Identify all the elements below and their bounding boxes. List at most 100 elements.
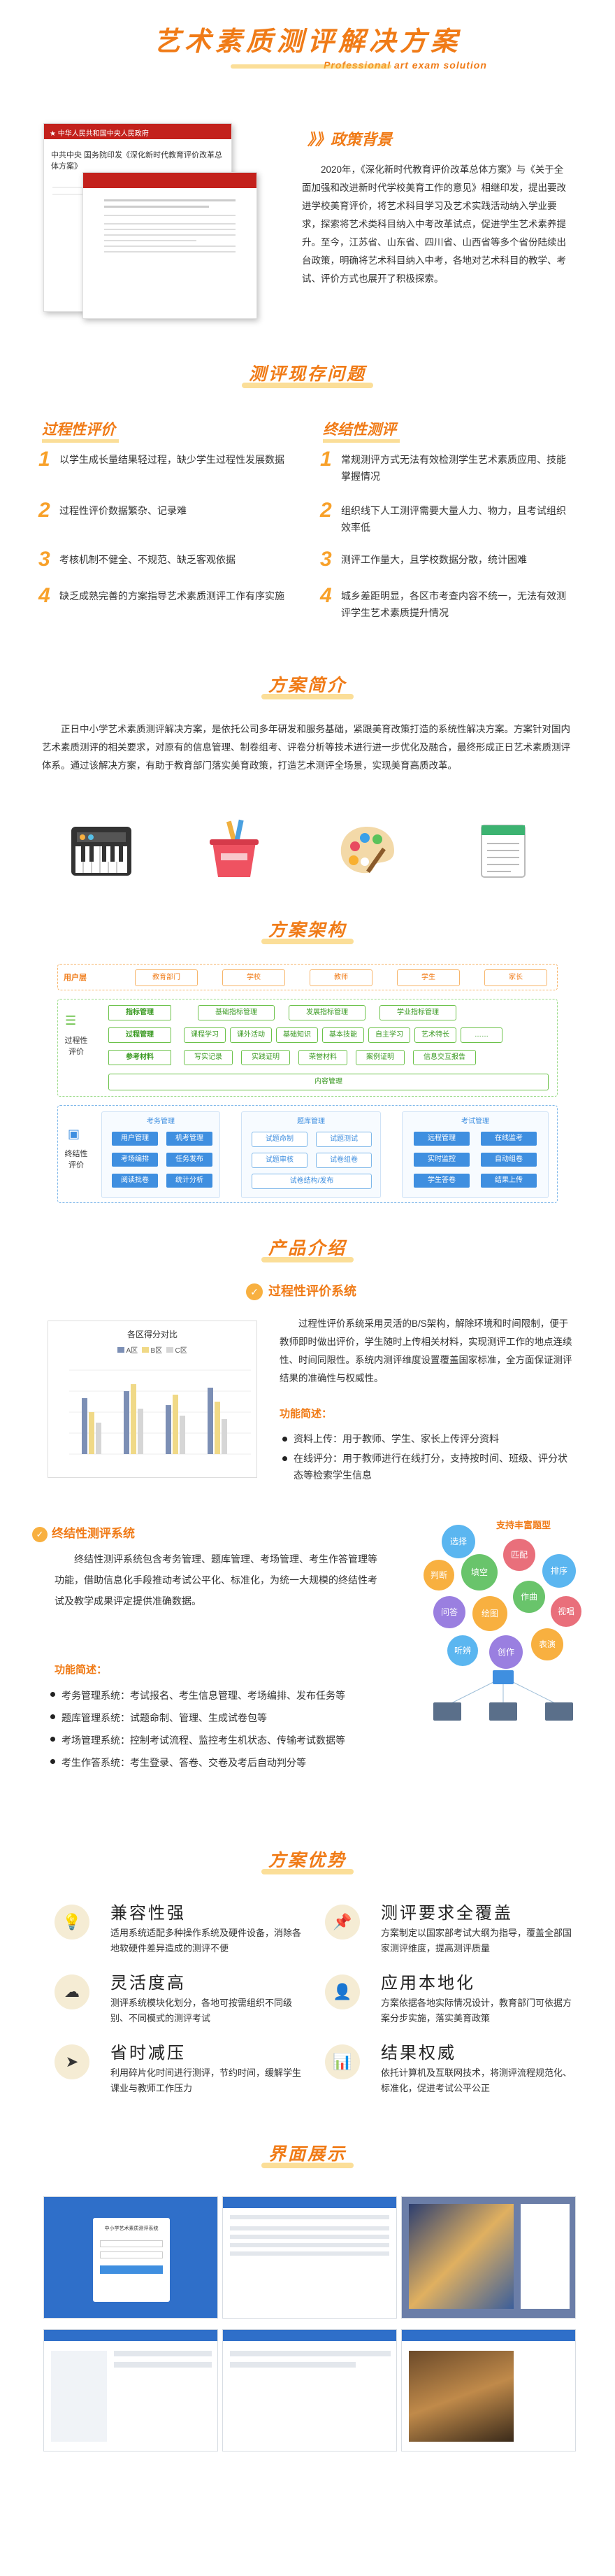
advantage-desc: 利用碎片化时间进行测评，节约时间，缓解学生课业与教师工作压力 — [110, 2068, 302, 2093]
advantage-title: 结果权威 — [381, 2044, 456, 2063]
send-icon: ➤ — [55, 2044, 89, 2079]
qtype-bubble: 排序 — [542, 1554, 576, 1588]
sys1-icon: ✓ — [246, 1283, 263, 1300]
user-teacher: 教师 — [310, 969, 372, 986]
qtype-bubble: 匹配 — [503, 1539, 535, 1571]
sys1-text: 过程性评价系统采用灵活的B/S架构，解除环境和时间限制，便于教师即时做出评价，学… — [280, 1318, 572, 1383]
qtype-bubble: 问答 — [433, 1596, 465, 1628]
arch-cell: 机考管理 — [166, 1132, 212, 1146]
palette-icon — [335, 818, 398, 881]
cluster-title: 支持丰富题型 — [496, 1520, 551, 1530]
legend-c: C区 — [175, 1347, 187, 1355]
intro-section-title: 方案简介 — [0, 671, 615, 699]
qtype-bubble: 填空 — [461, 1554, 498, 1591]
arch-cell: 考场编排 — [112, 1153, 158, 1167]
arch-cell: 统计分析 — [166, 1174, 212, 1188]
problems-section-title: 测评现存问题 — [0, 360, 615, 388]
arch-cell: 试题命制 — [252, 1132, 308, 1147]
question-bank-group: 题库管理 试题命制 试题测试 试题审核 试卷组卷 试卷结构/发布 — [241, 1111, 381, 1198]
sys2-func-label: 功能简述： — [55, 1664, 108, 1676]
arch-cell: 实时监控 — [414, 1153, 470, 1167]
final-heading: 终结性测评 — [323, 422, 396, 438]
doc-caption: 中共中央 国务院印发《深化新时代教育评价改革总体方案》 — [51, 151, 223, 171]
advantage-desc: 依托计算机及互联网技术，将测评流程规范化、标准化，促进考试公平公正 — [381, 2068, 572, 2093]
advantage-coverage: 📌 测评要求全覆盖 方案制定以国家部考试大纲为指导，覆盖全部国家测评维度，提高测… — [325, 1899, 577, 1962]
sys2-bullets: 考务管理系统：考试报名、考生信息管理、考场编排、发布任务等 题库管理系统：试题命… — [48, 1686, 397, 1775]
arch-cell: 案例证明 — [356, 1050, 405, 1065]
screenshot-question-list — [43, 2329, 218, 2452]
arch-cell: 自主学习 — [368, 1027, 410, 1043]
qtype-bubble: 选择 — [442, 1525, 475, 1558]
arch-cell: 自动组卷 — [481, 1153, 537, 1167]
cloud-icon: ☁ — [55, 1974, 89, 2009]
arch-cell: 任务发布 — [166, 1153, 212, 1167]
sys1-title-row: ✓过程性评价系统 — [246, 1281, 356, 1300]
advantage-title: 应用本地化 — [381, 1974, 475, 1993]
qtype-bubble: 绘图 — [472, 1596, 507, 1631]
sys1-func-label: 功能简述： — [280, 1408, 333, 1420]
advantages-section-title: 方案优势 — [0, 1846, 615, 1874]
screens-section-title: 界面展示 — [0, 2140, 615, 2168]
qtype-bubble: 视唱 — [551, 1596, 581, 1627]
user-school: 学校 — [222, 969, 285, 986]
chart-icon: 📊 — [325, 2044, 360, 2079]
screenshot-answer — [222, 2329, 397, 2452]
advantage-flexible: ☁ 灵活度高 测评系统模块化划分，各地可按需组织不同级别、不同模式的测评考试 — [55, 1969, 306, 2032]
arch-cell: 试卷结构/发布 — [252, 1174, 372, 1189]
screenshot-login: 中小学艺术素质测评系统 — [43, 2196, 218, 2319]
sys2-bullet: 考务管理系统：考试报名、考生信息管理、考场编排、发布任务等 — [48, 1686, 397, 1705]
sys1-bullet: 在线评分：用于教师进行在线打分，支持按时间、班级、评分状态等检索学生信息 — [280, 1450, 573, 1483]
final-eval-label: 终结性评价 — [64, 1150, 88, 1169]
advantage-desc: 方案依据各地实际情况设计，教育部门可依据方案分步实施，落实美育政策 — [381, 1998, 572, 2023]
chart-title: 各区得分对比 — [126, 1330, 178, 1339]
legend-b: B区 — [150, 1347, 163, 1355]
screenshot-art-question — [401, 2196, 576, 2319]
arch-cell: 课程学习 — [184, 1027, 226, 1043]
arch-cell: 阅读批卷 — [112, 1174, 158, 1188]
arch-cell: 发展指标管理 — [289, 1005, 366, 1020]
exam-room-title: 考试管理 — [461, 1118, 489, 1125]
advantage-title: 灵活度高 — [110, 1974, 186, 1993]
sys2-title: 终结性测评系统 — [52, 1527, 135, 1540]
content-mgmt: 内容管理 — [108, 1074, 549, 1090]
arch-cell: 试题审核 — [252, 1153, 308, 1168]
process-eval-icon: ☰ — [65, 1013, 77, 1027]
arch-cell: 基础指标管理 — [198, 1005, 275, 1020]
exam-affairs-group: 考务管理 用户管理 机考管理 考场编排 任务发布 阅读批卷 统计分析 — [101, 1111, 220, 1198]
process-mgmt: 过程管理 — [108, 1027, 171, 1043]
arch-cell: …… — [461, 1027, 502, 1043]
advantage-authority: 📊 结果权威 依托计算机及互联网技术，将测评流程规范化、标准化，促进考试公平公正 — [325, 2039, 577, 2102]
title-underline — [231, 64, 391, 69]
network-devices-icon — [433, 1670, 573, 1721]
chart-bars — [69, 1369, 251, 1455]
process-heading: 过程性评价 — [42, 422, 115, 438]
arch-cell: 远程管理 — [414, 1132, 470, 1146]
arch-cell: 结果上传 — [481, 1174, 537, 1188]
advantage-time: ➤ 省时减压 利用碎片化时间进行测评，节约时间，缓解学生课业与教师工作压力 — [55, 2039, 306, 2102]
arch-cell: 基础知识 — [276, 1027, 318, 1043]
arch-cell: 实践证明 — [241, 1050, 290, 1065]
advantage-title: 测评要求全覆盖 — [381, 1904, 513, 1923]
advantage-desc: 测评系统模块化划分，各地可按需组织不同级别、不同模式的测评考试 — [110, 1998, 293, 2023]
question-type-cluster: 支持丰富题型 选择 判断 填空 匹配 排序 问答 绘图 作曲 视唱 听辨 创作 … — [419, 1518, 587, 1728]
arch-cell: 荣誉材料 — [298, 1050, 347, 1065]
advantage-title: 兼容性强 — [110, 1904, 186, 1923]
user-layer: 用户层 教育部门 学校 教师 学生 家长 — [57, 964, 558, 990]
paint-bucket-icon — [203, 818, 266, 881]
chart-legend: A区 B区 C区 — [48, 1344, 256, 1355]
sys2-text: 终结性测评系统包含考务管理、题库管理、考场管理、考生作答管理等功能，借助信息化手… — [55, 1553, 377, 1607]
user-parent: 家长 — [484, 969, 547, 986]
advantage-desc: 方案制定以国家部考试大纲为指导，覆盖全部国家测评维度，提高测评质量 — [381, 1928, 572, 1954]
qtype-bubble: 表演 — [531, 1628, 563, 1660]
exam-affairs-title: 考务管理 — [147, 1118, 175, 1125]
screenshot-title: 中小学艺术素质测评系统 — [104, 2226, 159, 2231]
page-title: 艺术素质测评解决方案 — [153, 27, 461, 57]
final-heading-underline — [323, 439, 400, 443]
